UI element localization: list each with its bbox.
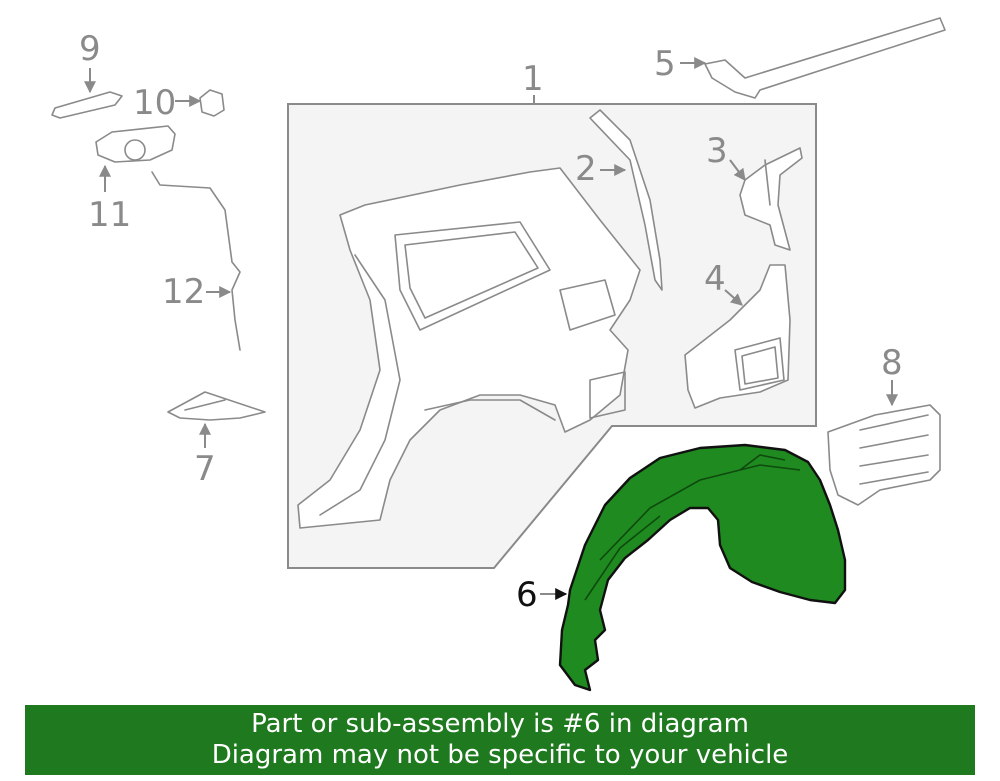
- part-11-fuel-door-housing[interactable]: [95, 125, 176, 163]
- callout-12: 12: [162, 272, 205, 312]
- callout-6: 6: [516, 575, 538, 615]
- part-1-quarter-panel[interactable]: [297, 167, 641, 529]
- banner-line-2: Diagram may not be specific to your vehi…: [211, 740, 789, 770]
- part-5-brace[interactable]: [704, 17, 946, 99]
- callout-8: 8: [881, 343, 903, 383]
- part-8-vent-grille[interactable]: [827, 404, 941, 506]
- callout-5: 5: [654, 44, 676, 84]
- part-10-clip[interactable]: [199, 89, 225, 117]
- part-3-bracket[interactable]: [739, 147, 803, 251]
- leader-lines: [84, 57, 898, 600]
- callout-1: 1: [522, 59, 544, 99]
- callout-4: 4: [704, 259, 726, 299]
- callout-3: 3: [706, 131, 728, 171]
- callout-9: 9: [79, 29, 101, 69]
- notice-banner: Part or sub-assembly is #6 in diagram Di…: [25, 705, 975, 775]
- callout-7: 7: [194, 449, 216, 489]
- part-4-wheelhouse-inner[interactable]: [684, 264, 791, 409]
- part-6-fender-liner[interactable]: [558, 443, 847, 692]
- part-7-bracket[interactable]: [167, 391, 266, 421]
- callout-11: 11: [88, 195, 131, 235]
- banner-line-1: Part or sub-assembly is #6 in diagram: [251, 709, 749, 739]
- callout-10: 10: [133, 83, 176, 123]
- part-2-pillar-trim[interactable]: [589, 109, 663, 291]
- parts-diagram: 1 2 3 4 5 6 7 8 9 10 11 12: [51, 17, 946, 692]
- part-12-cable[interactable]: [151, 171, 241, 351]
- callout-2: 2: [575, 149, 597, 189]
- part-9-strip[interactable]: [51, 91, 123, 119]
